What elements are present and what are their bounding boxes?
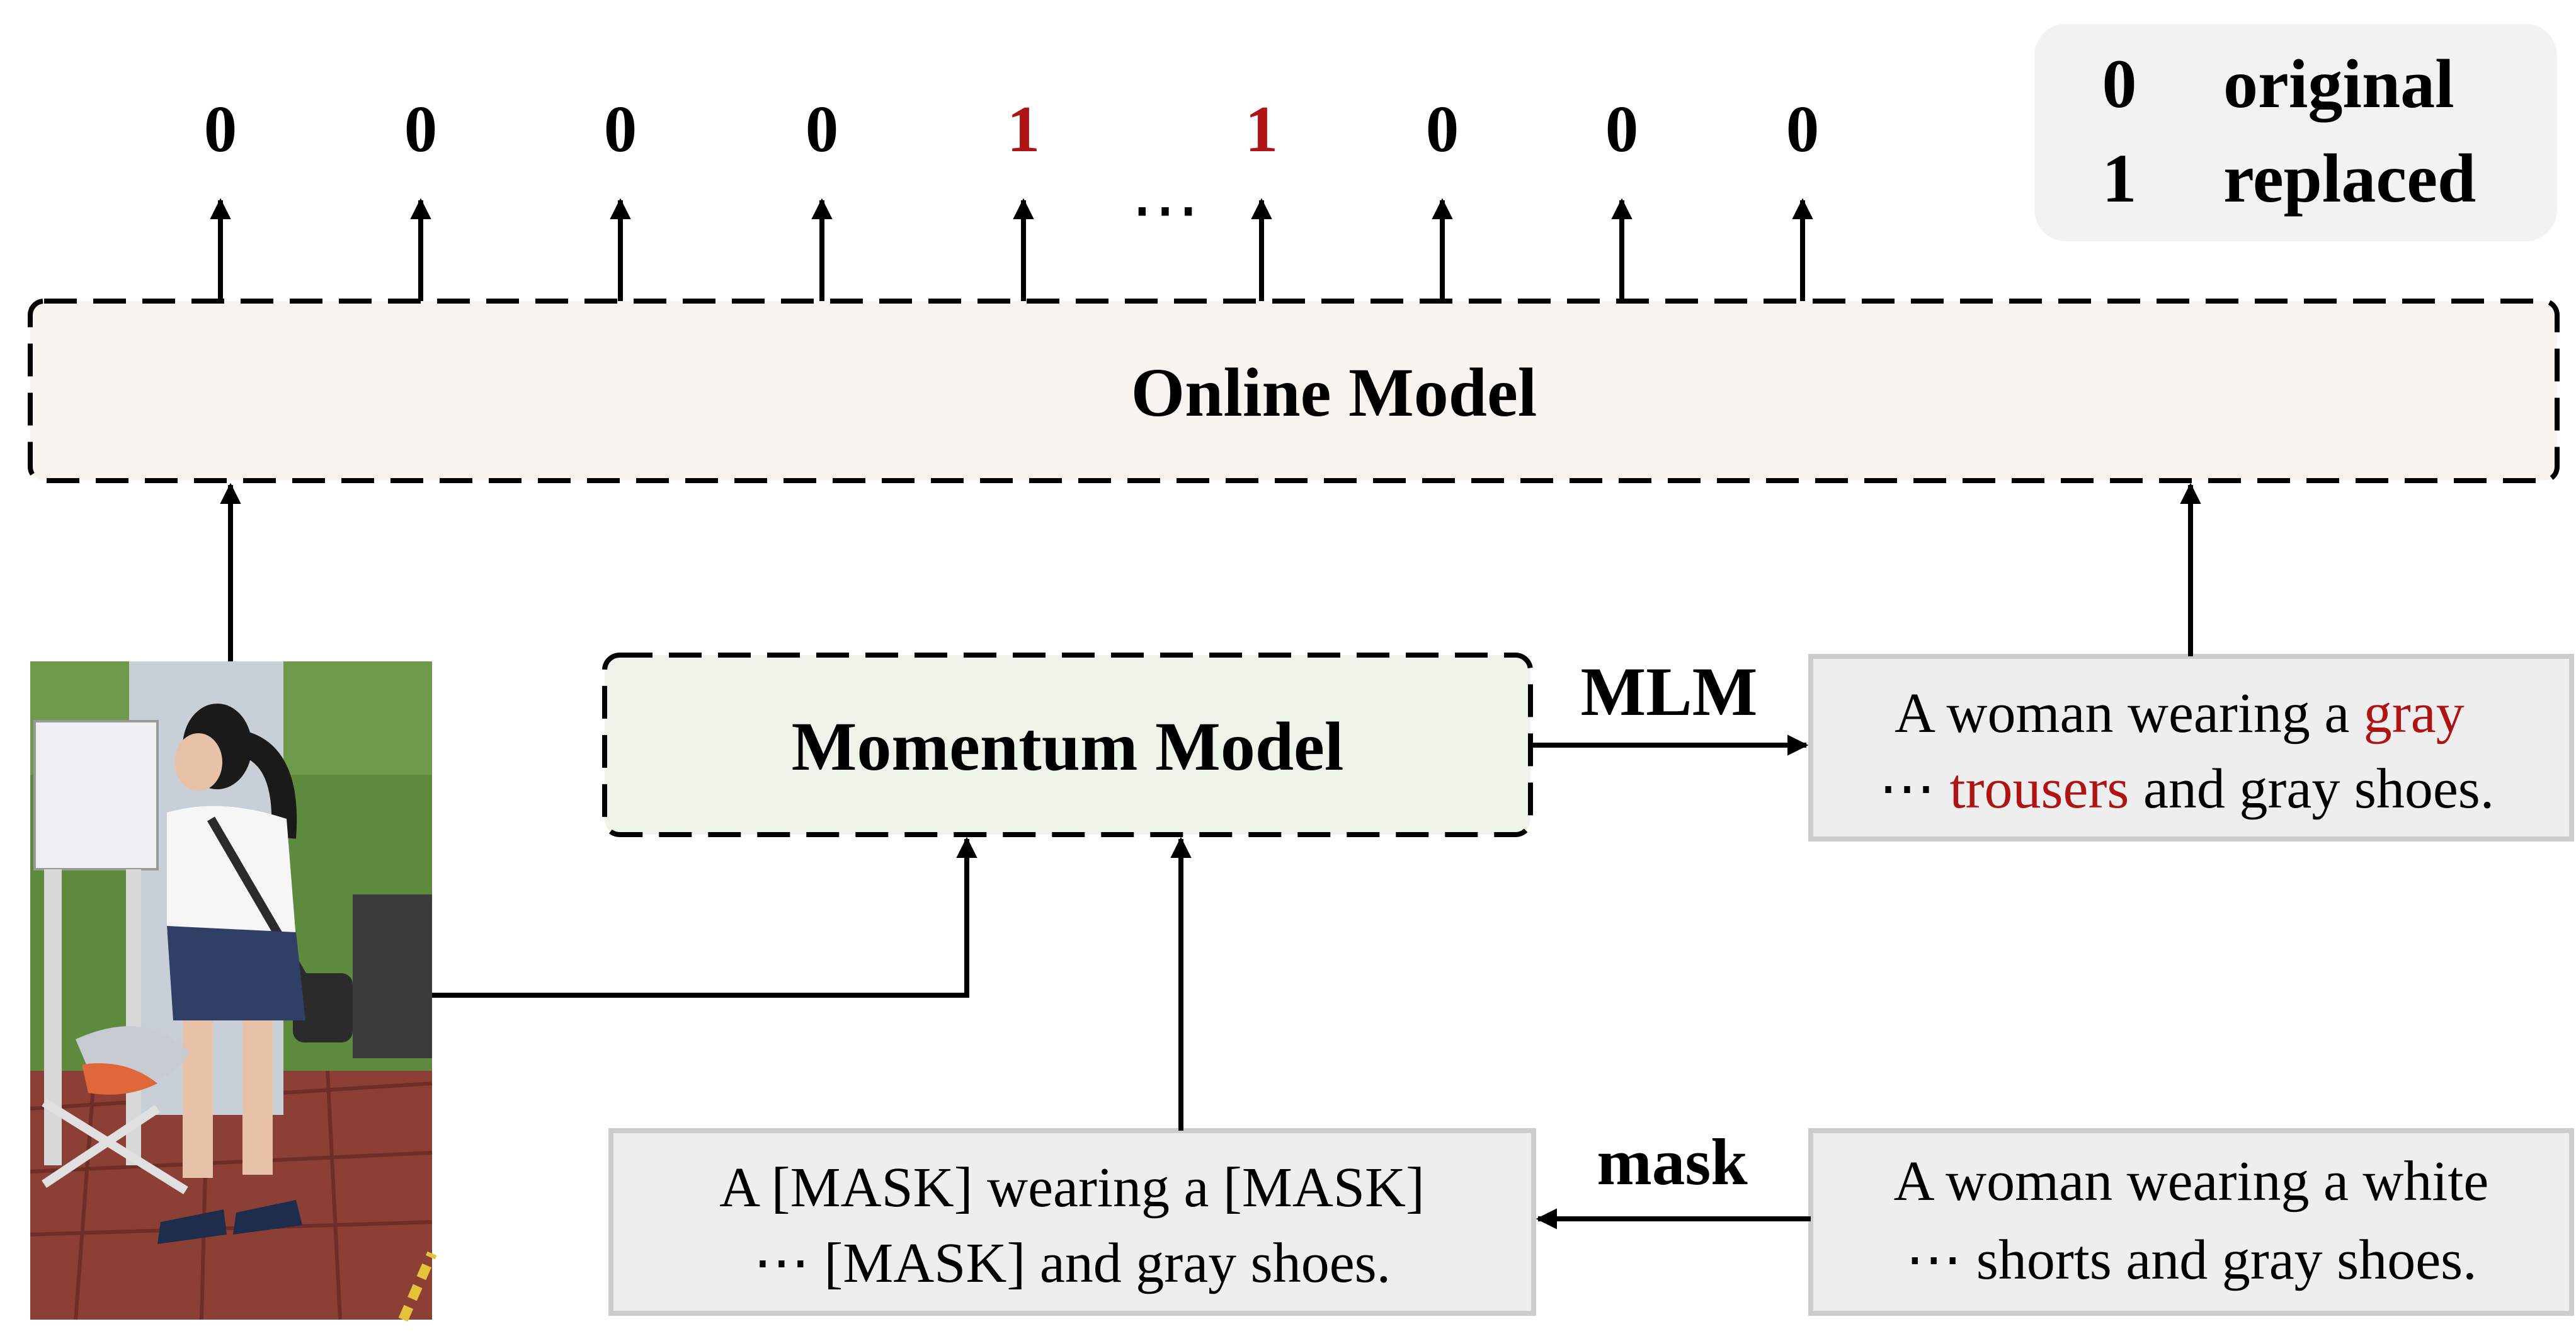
generated-text-box: A woman wearing a gray ⋯ trousers and gr… — [1808, 654, 2574, 842]
legend-label-replaced: replaced — [2223, 140, 2476, 217]
output-label: 0 — [1605, 92, 1639, 166]
output-ellipsis: ⋯ — [1131, 171, 1200, 248]
legend-box — [2034, 24, 2557, 241]
output-label: 0 — [404, 92, 438, 166]
masked-text-line1: A [MASK] wearing a [MASK] — [719, 1156, 1425, 1219]
online-model: Online Model — [28, 299, 2560, 483]
generated-text-line2: ⋯ trousers and gray shoes. — [1879, 758, 2494, 820]
masked-text-box-bg — [608, 1128, 1536, 1316]
output-label: 0 — [604, 92, 637, 166]
online-model-label: Online Model — [1131, 354, 1537, 431]
legend-symbol-1: 1 — [2102, 140, 2137, 217]
output-label: 0 — [1426, 92, 1459, 166]
legend: 0 original 1 replaced — [2034, 24, 2557, 241]
output-label: 0 — [1786, 92, 1820, 166]
output-label: 0 — [806, 92, 839, 166]
mask-label: mask — [1597, 1125, 1748, 1199]
original-text-box: A woman wearing a white ⋯ shorts and gra… — [1808, 1128, 2574, 1316]
output-label: 0 — [204, 92, 237, 166]
generated-text-box-bg — [1808, 654, 2574, 842]
generated-text-line1: A woman wearing a gray — [1895, 682, 2465, 745]
image-to-momentum-arrow — [432, 836, 977, 998]
original-text-box-bg — [1808, 1128, 2574, 1316]
masked-text-box: A [MASK] wearing a [MASK] ⋯ [MASK] and g… — [608, 1128, 1536, 1316]
online-model-box — [28, 299, 2560, 483]
momentum-model: Momentum Model — [602, 653, 1533, 837]
original-text-line2: ⋯ shorts and gray shoes. — [1905, 1229, 2476, 1291]
mlm-label: MLM — [1580, 653, 1757, 730]
legend-symbol-0: 0 — [2102, 45, 2137, 122]
person-photo-icon — [30, 661, 437, 1322]
output-labels: ⋯ 0 0 0 0 1 1 0 0 0 — [204, 92, 1820, 301]
momentum-model-label: Momentum Model — [792, 708, 1344, 785]
legend-label-original: original — [2223, 45, 2454, 122]
output-label: 1 — [1007, 92, 1040, 166]
masked-text-line2: ⋯ [MASK] and gray shoes. — [753, 1232, 1391, 1294]
connectors: MLM mask — [220, 482, 2201, 1230]
output-label: 1 — [1245, 92, 1279, 166]
original-text-line1: A woman wearing a white — [1894, 1150, 2489, 1213]
